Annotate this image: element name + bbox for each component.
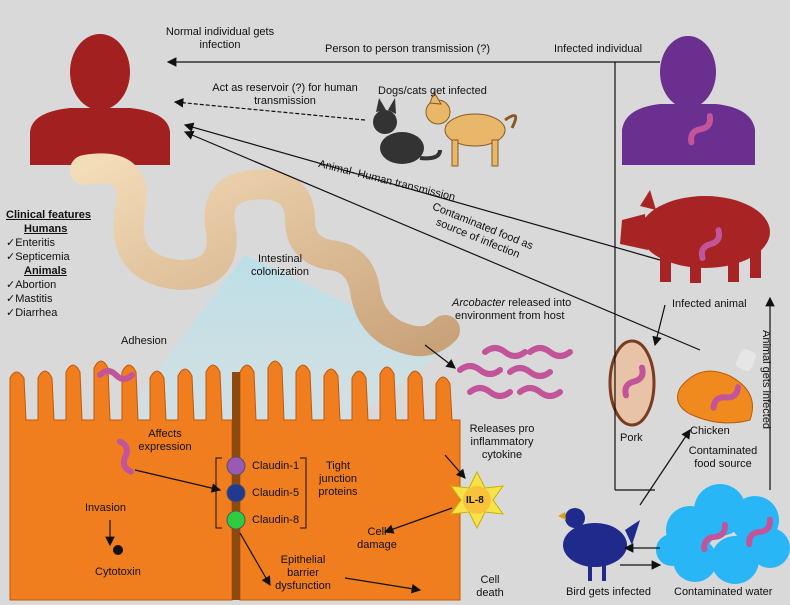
label-animal-gets-infected: Animal gets infected: [759, 330, 772, 429]
check-icon: ✓: [6, 307, 15, 319]
bird-icon: [558, 508, 640, 581]
label-arcobacter: Arcobacter released into: [452, 297, 571, 310]
label-cell-damage: Cell damage: [352, 526, 402, 552]
animal-feature-diarrhea: Diarrhea: [15, 307, 57, 319]
human-feature-enteritis: Enteritis: [15, 237, 55, 249]
label-tight-junction: Tight junction proteins: [308, 460, 368, 499]
animal-item-1: ✓Mastitis: [6, 292, 91, 306]
label-invasion: Invasion: [85, 502, 126, 515]
pig-icon: [620, 190, 770, 283]
label-dogs-cats: Dogs/cats get infected: [378, 85, 487, 98]
check-icon: ✓: [6, 251, 15, 263]
animal-item-0: ✓Abortion: [6, 278, 91, 292]
arcobacter-word: Arcobacter: [452, 297, 505, 309]
human-item-1: ✓Septicemia: [6, 250, 91, 264]
clinical-features: Clinical features Humans ✓Enteritis ✓Sep…: [6, 208, 91, 320]
check-icon: ✓: [6, 279, 15, 291]
claudin8-dot: [227, 511, 245, 529]
label-chicken: Chicken: [690, 425, 730, 438]
label-adhesion: Adhesion: [121, 335, 167, 348]
label-reservoir: Act as reservoir (?) for human transmiss…: [200, 82, 370, 108]
human-item-0: ✓Enteritis: [6, 236, 91, 250]
label-contaminated-food-source: Contaminated food source: [678, 445, 768, 471]
label-person-to-person: Person to person transmission (?): [325, 43, 490, 56]
label-arcobacter-line2: environment from host: [455, 310, 564, 323]
animal-feature-mastitis: Mastitis: [15, 293, 52, 305]
label-il8: IL-8: [466, 494, 484, 507]
label-normal-individual: Normal individual gets infection: [155, 26, 285, 52]
label-bird: Bird gets infected: [566, 586, 651, 599]
label-epithelial: Epithelial barrier dysfunction: [258, 554, 348, 593]
label-claudin1: Claudin-1: [252, 460, 299, 473]
label-infected-animal: Infected animal: [672, 298, 747, 311]
animal-item-2: ✓Diarrhea: [6, 306, 91, 320]
label-claudin8: Claudin-8: [252, 514, 299, 527]
chicken-meat-icon: [678, 348, 758, 423]
check-icon: ✓: [6, 293, 15, 305]
animals-title: Animals: [6, 264, 91, 278]
label-claudin5: Claudin-5: [252, 487, 299, 500]
animal-feature-abortion: Abortion: [15, 279, 56, 291]
toxin-dot: [113, 545, 123, 555]
claudin5-dot: [227, 484, 245, 502]
label-releases: Releases pro inflammatory cytokine: [462, 423, 542, 462]
label-infected-individual: Infected individual: [554, 43, 642, 56]
arcobacter-rest: released into: [505, 297, 571, 309]
label-affects-expression: Affects expression: [130, 428, 200, 454]
clinical-title: Clinical features: [6, 208, 91, 222]
humans-title: Humans: [6, 222, 91, 236]
label-intestinal: Intestinal colonization: [240, 253, 320, 279]
label-contaminated-water: Contaminated water: [674, 586, 772, 599]
claudin1-dot: [227, 457, 245, 475]
normal-human-icon: [30, 34, 170, 165]
label-cytotoxin: Cytotoxin: [95, 566, 141, 579]
label-pork: Pork: [620, 432, 643, 445]
human-feature-septicemia: Septicemia: [15, 251, 69, 263]
check-icon: ✓: [6, 237, 15, 249]
label-cell-death: Cell death: [470, 574, 510, 600]
